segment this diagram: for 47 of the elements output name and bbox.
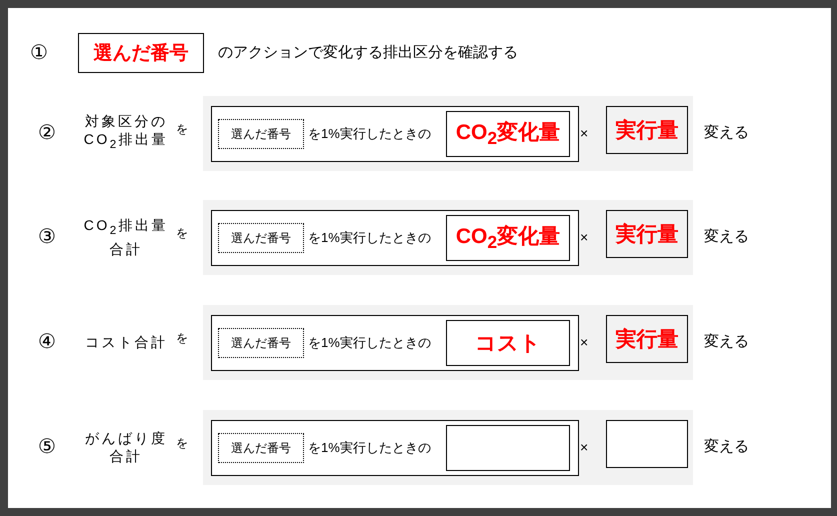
empty-box bbox=[446, 425, 570, 471]
value-box: コスト bbox=[446, 320, 570, 366]
placeholder-field: 選んだ番号 bbox=[218, 223, 304, 253]
multiply-sign: × bbox=[580, 124, 590, 142]
instruction-text: 変える bbox=[704, 124, 749, 142]
particle-text: を bbox=[176, 330, 189, 347]
formula-box bbox=[211, 210, 579, 266]
formula-box bbox=[211, 315, 579, 371]
instruction-text: のアクションで変化する排出区分を確認する bbox=[218, 44, 518, 62]
row-panel bbox=[203, 96, 693, 171]
formula-box bbox=[211, 420, 579, 476]
empty-box bbox=[606, 420, 688, 468]
row-label: がんばり度合計 bbox=[84, 429, 168, 465]
row-label: CO$_{2}$排出量合計 bbox=[82, 216, 170, 258]
placeholder-field: 選んだ番号 bbox=[218, 328, 304, 358]
instruction-text: 変える bbox=[704, 228, 749, 246]
particle-text: を bbox=[176, 225, 189, 242]
amount-box: 実行量 bbox=[606, 210, 688, 258]
instruction-text: 変える bbox=[704, 438, 749, 456]
instruction-text: 変える bbox=[704, 333, 749, 351]
circled-number: ④ bbox=[38, 330, 57, 354]
formula-text: を1%実行したときの bbox=[308, 439, 431, 457]
multiply-sign: × bbox=[580, 333, 590, 351]
value-box: CO$_{2}$変化量 bbox=[446, 111, 570, 157]
value-box: CO$_{2}$変化量 bbox=[446, 215, 570, 261]
formula-text: を1%実行したときの bbox=[308, 334, 431, 352]
particle-text: を bbox=[176, 435, 189, 452]
multiply-sign: × bbox=[580, 438, 590, 456]
amount-box: 実行量 bbox=[606, 106, 688, 154]
formula-text: を1%実行したときの bbox=[308, 125, 431, 143]
row-label: コスト合計 bbox=[84, 333, 168, 351]
circled-number: ⑤ bbox=[38, 435, 57, 459]
formula-text: を1%実行したときの bbox=[308, 229, 431, 247]
circled-number: ③ bbox=[38, 225, 57, 249]
row-panel bbox=[203, 410, 693, 485]
row-panel bbox=[203, 305, 693, 380]
multiply-sign: × bbox=[580, 228, 590, 246]
circled-number: ① bbox=[30, 41, 49, 65]
circled-number: ② bbox=[38, 121, 57, 145]
row-panel bbox=[203, 200, 693, 275]
particle-text: を bbox=[176, 121, 189, 138]
row-label: 対象区分のCO$_{2}$排出量 bbox=[82, 112, 170, 153]
placeholder-field: 選んだ番号 bbox=[218, 119, 304, 149]
amount-box: 実行量 bbox=[606, 315, 688, 363]
formula-box bbox=[211, 106, 579, 162]
number-box: 選んだ番号 bbox=[78, 33, 204, 73]
placeholder-field: 選んだ番号 bbox=[218, 433, 304, 463]
